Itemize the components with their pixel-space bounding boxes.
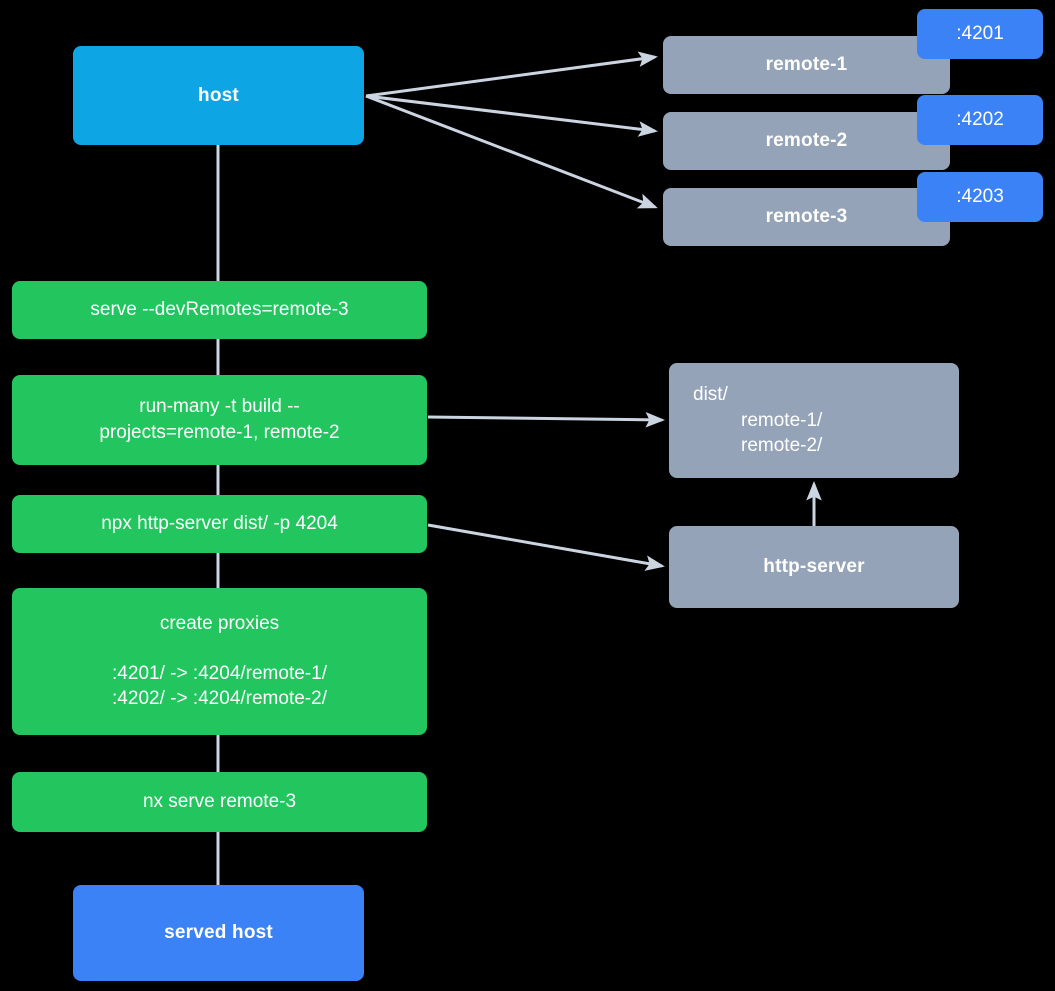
node-http-server[interactable]: http-server	[669, 526, 959, 608]
port-badge-remote-2-label: :4202	[956, 109, 1004, 131]
node-remote-1[interactable]: remote-1	[663, 36, 950, 94]
node-command-create-proxies-line1: create proxies	[159, 613, 280, 635]
port-badge-remote-1-label: :4201	[956, 23, 1004, 45]
node-served-host[interactable]: served host	[73, 885, 364, 981]
node-command-nx-serve-line1: nx serve remote-3	[142, 791, 297, 813]
node-host[interactable]: host	[73, 46, 364, 145]
node-command-create-proxies-line3: :4202/ -> :4204/remote-2/	[112, 688, 327, 710]
node-command-run-many[interactable]: run-many -t build -- projects=remote-1, …	[12, 375, 427, 465]
port-badge-remote-3[interactable]: :4203	[917, 172, 1043, 222]
node-dist-line3: remote-2/	[741, 435, 823, 457]
node-command-serve-line1: serve --devRemotes=remote-3	[90, 299, 349, 321]
edge-host-to-remote-1	[365, 51, 658, 98]
node-command-serve[interactable]: serve --devRemotes=remote-3	[12, 281, 427, 339]
node-remote-1-label: remote-1	[765, 54, 848, 76]
node-remote-2[interactable]: remote-2	[663, 112, 950, 170]
edge-npx-to-http-server	[427, 523, 665, 571]
node-command-npx-http-server[interactable]: npx http-server dist/ -p 4204	[12, 495, 427, 553]
node-command-npx-http-server-line1: npx http-server dist/ -p 4204	[101, 513, 338, 535]
node-command-nx-serve[interactable]: nx serve remote-3	[12, 772, 427, 832]
node-dist-line2: remote-1/	[741, 409, 823, 431]
node-host-label: host	[198, 84, 239, 106]
node-command-create-proxies[interactable]: create proxies :4201/ -> :4204/remote-1/…	[12, 588, 427, 735]
node-remote-3-label: remote-3	[765, 206, 848, 228]
node-command-run-many-line1: run-many -t build --	[139, 396, 300, 418]
node-command-create-proxies-line2: :4201/ -> :4204/remote-1/	[112, 662, 327, 684]
edge-host-to-remote-2	[365, 94, 658, 137]
node-served-host-label: served host	[164, 922, 273, 944]
port-badge-remote-1[interactable]: :4201	[917, 9, 1043, 59]
node-command-run-many-line2: projects=remote-1, remote-2	[99, 422, 340, 443]
node-http-server-label: http-server	[763, 556, 865, 578]
node-remote-3[interactable]: remote-3	[663, 188, 950, 246]
port-badge-remote-3-label: :4203	[956, 186, 1004, 208]
port-badge-remote-2[interactable]: :4202	[917, 95, 1043, 145]
edge-host-to-remote-3	[365, 94, 658, 209]
node-dist-line1: dist/	[693, 384, 728, 406]
node-dist-folder[interactable]: dist/ remote-1/ remote-2/	[669, 363, 959, 478]
edge-run-many-to-dist	[427, 411, 665, 428]
node-remote-2-label: remote-2	[765, 130, 848, 152]
